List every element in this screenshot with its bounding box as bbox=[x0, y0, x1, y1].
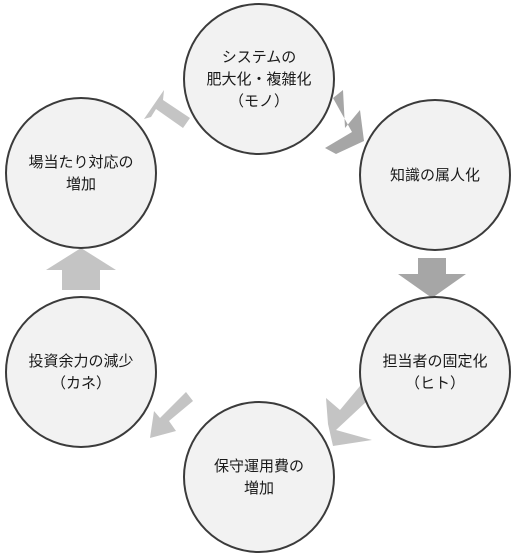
node-personnel-fixation: 担当者の固定化 （ヒト） bbox=[359, 296, 511, 448]
node-label-line: システムの bbox=[221, 48, 297, 66]
arrow-knowledge-to-personnel bbox=[398, 258, 466, 298]
node-label-line: 場当たり対応の bbox=[28, 153, 134, 171]
node-maintenance-cost: 保守運用費の 増加 bbox=[183, 401, 335, 553]
node-label-line: 担当者の固定化 bbox=[382, 352, 488, 370]
node-label-line: 増加 bbox=[65, 175, 96, 193]
node-adhoc-increase: 場当たり対応の 増加 bbox=[5, 97, 157, 249]
arrow-maintenance-to-investment bbox=[150, 392, 193, 438]
node-label-line: （カネ） bbox=[50, 374, 111, 392]
node-investment-decline: 投資余力の減少 （カネ） bbox=[5, 296, 157, 448]
node-label-line: （ヒト） bbox=[404, 374, 465, 392]
arrow-investment-to-adhoc bbox=[46, 248, 116, 290]
node-system-complexity: システムの 肥大化・複雑化 （モノ） bbox=[183, 3, 335, 155]
arrow-system-to-knowledge bbox=[325, 90, 364, 154]
node-label-line: 肥大化・複雑化 bbox=[206, 70, 312, 88]
arrow-adhoc-to-system bbox=[144, 90, 190, 128]
node-label-line: 増加 bbox=[243, 479, 274, 497]
arrow-personnel-to-maintenance bbox=[326, 386, 372, 446]
node-label-line: （モノ） bbox=[228, 92, 289, 110]
node-label-line: 保守運用費の bbox=[213, 457, 304, 475]
node-label-line: 投資余力の減少 bbox=[28, 352, 134, 370]
node-label-line: 知識の属人化 bbox=[389, 166, 480, 184]
node-knowledge-personalization: 知識の属人化 bbox=[359, 99, 511, 251]
